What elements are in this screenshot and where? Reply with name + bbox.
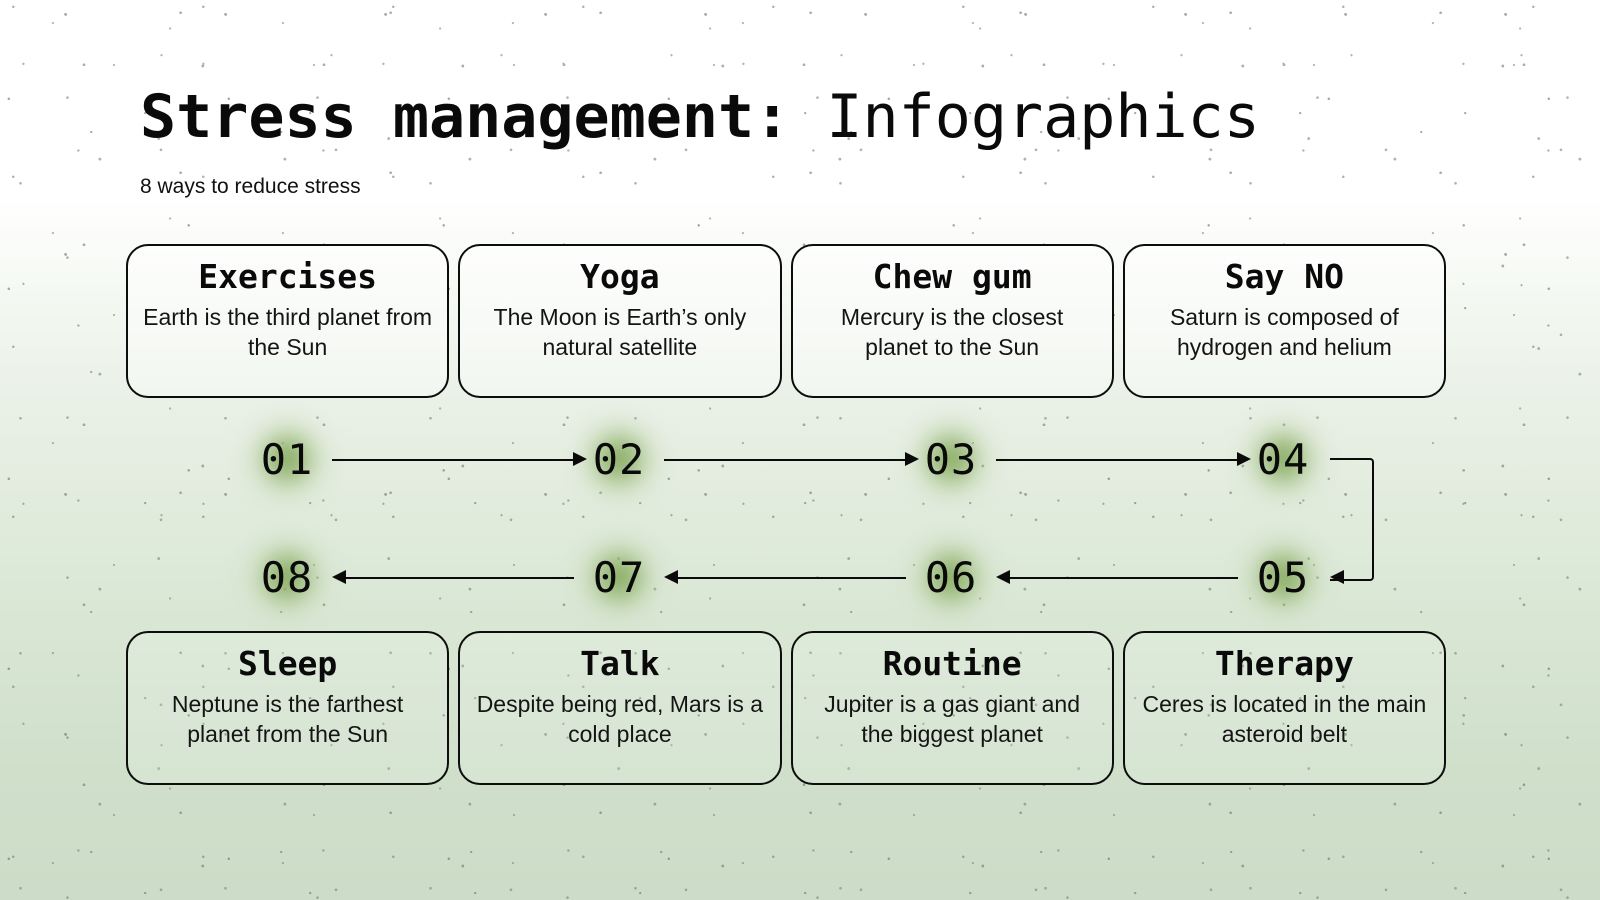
card-title: Routine — [882, 644, 1022, 683]
node-glow — [896, 522, 1006, 632]
card-routine[interactable]: Routine Jupiter is a gas giant and the b… — [790, 631, 1114, 785]
elbow-04-to-05-head — [1330, 570, 1344, 584]
elbow-04-to-05 — [1330, 458, 1374, 581]
arrow-07-to-08-head — [332, 570, 346, 584]
card-description: Neptune is the farthest planet from the … — [171, 690, 404, 748]
node-number: 02 — [592, 434, 646, 484]
card-description: Ceres is located in the main asteroid be… — [1142, 690, 1427, 748]
node-number: 07 — [592, 552, 646, 602]
card-exercises[interactable]: Exercises Earth is the third planet from… — [126, 244, 450, 398]
top-card-row: Exercises Earth is the third planet from… — [126, 244, 1446, 398]
slide-header: Stress management: Infographics 8 ways t… — [140, 86, 1460, 199]
page-title: Stress management: Infographics — [140, 86, 1460, 149]
flow-node-06[interactable]: 06 — [896, 522, 1006, 632]
card-title: Say NO — [1224, 257, 1344, 296]
card-say-no[interactable]: Say NO Saturn is composed of hydrogen an… — [1122, 244, 1446, 398]
card-yoga[interactable]: Yoga The Moon is Earth’s only natural sa… — [458, 244, 782, 398]
card-description: Despite being red, Mars is a cold place — [476, 690, 764, 748]
flow-node-08[interactable]: 08 — [232, 522, 342, 632]
node-glow — [232, 522, 342, 632]
flow-node-01[interactable]: 01 — [232, 404, 342, 514]
node-number: 08 — [260, 552, 314, 602]
flow-node-04[interactable]: 04 — [1228, 404, 1338, 514]
flow-node-03[interactable]: 03 — [896, 404, 1006, 514]
arrow-02-to-03-head — [905, 452, 919, 466]
card-therapy[interactable]: Therapy Ceres is located in the main ast… — [1122, 631, 1446, 785]
arrow-07-to-08-line — [346, 577, 574, 579]
arrow-05-to-06-line — [1010, 577, 1238, 579]
card-talk[interactable]: Talk Despite being red, Mars is a cold p… — [458, 631, 782, 785]
card-title: Sleep — [237, 644, 338, 683]
node-number: 05 — [1256, 552, 1310, 602]
page-subtitle: 8 ways to reduce stress — [140, 175, 361, 198]
arrow-06-to-07-head — [664, 570, 678, 584]
title-strong-part: Stress management: — [140, 82, 791, 152]
card-description: Jupiter is a gas giant and the biggest p… — [824, 690, 1080, 748]
node-glow — [896, 404, 1006, 514]
arrow-06-to-07-line — [678, 577, 906, 579]
node-number: 03 — [924, 434, 978, 484]
node-glow — [1228, 522, 1338, 632]
arrow-01-to-02-head — [573, 452, 587, 466]
node-glow — [1228, 404, 1338, 514]
arrow-05-to-06-head — [996, 570, 1010, 584]
card-description: The Moon is Earth’s only natural satelli… — [493, 303, 747, 361]
card-title: Therapy — [1214, 644, 1354, 683]
card-title: Yoga — [580, 257, 660, 296]
node-number: 04 — [1256, 434, 1310, 484]
card-title: Exercises — [198, 257, 378, 296]
card-description: Saturn is composed of hydrogen and heliu… — [1169, 303, 1399, 361]
card-sleep[interactable]: Sleep Neptune is the farthest planet fro… — [126, 631, 450, 785]
flow-node-02[interactable]: 02 — [564, 404, 674, 514]
node-glow — [232, 404, 342, 514]
flow-node-07[interactable]: 07 — [564, 522, 674, 632]
card-title: Chew gum — [872, 257, 1032, 296]
flow-node-05[interactable]: 05 — [1228, 522, 1338, 632]
card-description: Earth is the third planet from the Sun — [143, 303, 433, 361]
arrow-03-to-04-head — [1237, 452, 1251, 466]
card-description: Mercury is the closest planet to the Sun — [840, 303, 1064, 361]
title-light-part: Infographics — [826, 82, 1260, 152]
node-number: 06 — [924, 552, 978, 602]
node-glow — [564, 404, 674, 514]
bottom-card-row: Sleep Neptune is the farthest planet fro… — [126, 631, 1446, 785]
node-glow — [564, 522, 674, 632]
arrow-01-to-02-line — [332, 459, 575, 461]
node-number: 01 — [260, 434, 314, 484]
arrow-03-to-04-line — [996, 459, 1239, 461]
arrow-02-to-03-line — [664, 459, 907, 461]
card-title: Talk — [580, 644, 660, 683]
card-chew-gum[interactable]: Chew gum Mercury is the closest planet t… — [790, 244, 1114, 398]
